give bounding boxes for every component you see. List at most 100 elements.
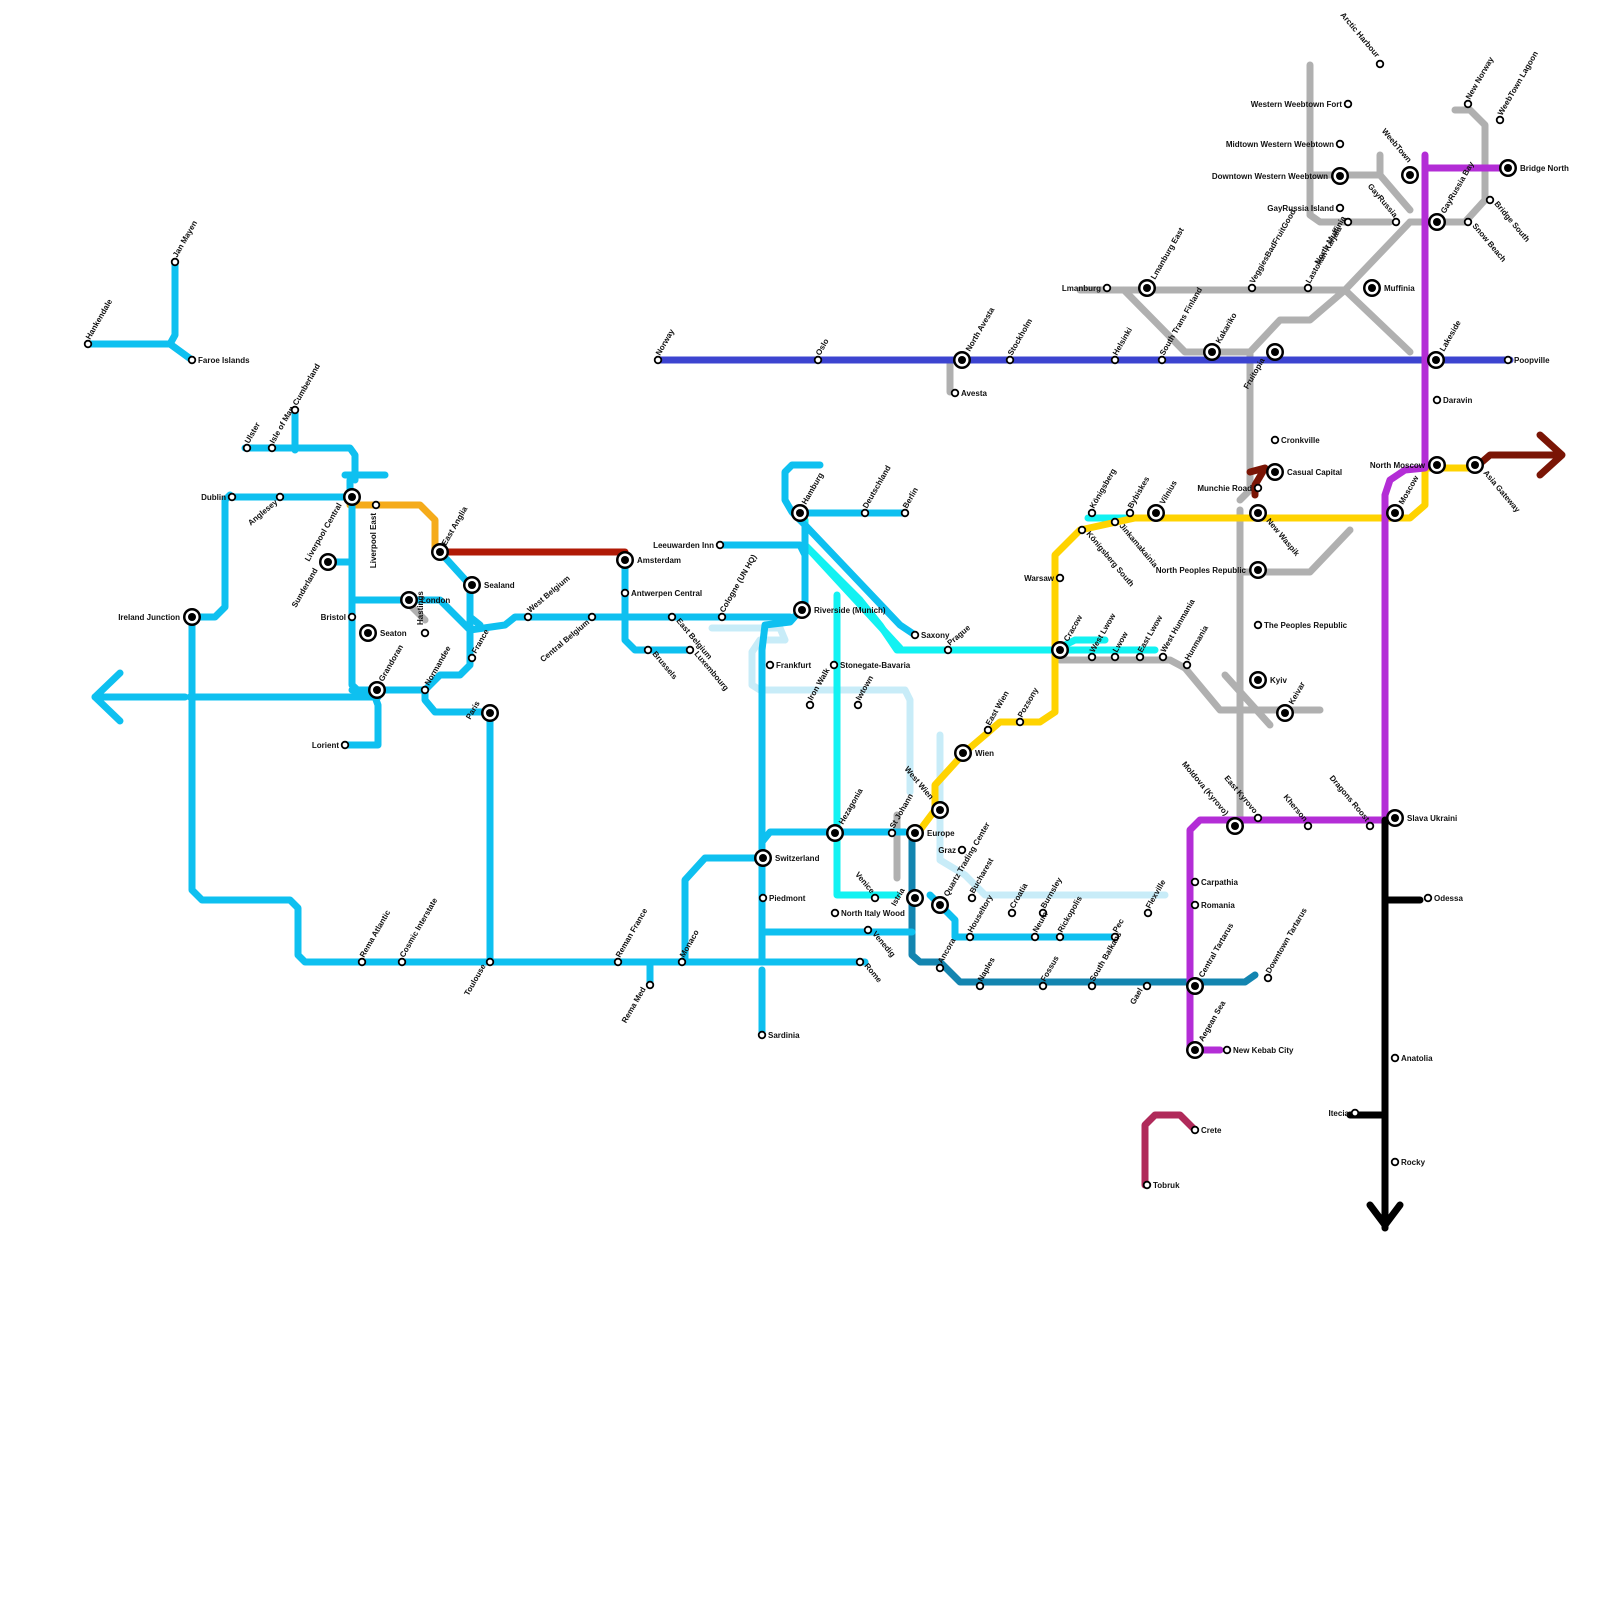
station-sealand[interactable]: Sealand <box>463 576 515 594</box>
station-kherson[interactable]: Kherson <box>1282 793 1312 830</box>
station-lwow[interactable]: Lwow <box>1111 630 1130 661</box>
station-frankfurt[interactable]: Frankfurt <box>767 661 812 670</box>
station-new-kebab-city[interactable]: New Kebab City <box>1224 1046 1294 1055</box>
station-midtown-western-weebtown[interactable]: Midtown Western Weebtown <box>1226 140 1343 149</box>
interchange-core <box>831 829 839 837</box>
station-berlin[interactable]: Berlin <box>901 486 920 517</box>
station-faroe-islands[interactable]: Faroe Islands <box>189 356 250 365</box>
station-daravin[interactable]: Daravin <box>1434 396 1473 405</box>
station-ireland-junction[interactable]: Ireland Junction <box>118 608 201 626</box>
station-liverpool-east[interactable]: Liverpool East <box>369 502 379 568</box>
station-rema-med[interactable]: Rema Med <box>620 982 653 1025</box>
station-weebtown-lagoon[interactable]: WeebTown Lagoon <box>1496 50 1540 124</box>
station-switzerland[interactable]: Switzerland <box>754 849 820 867</box>
station-cologne-un-hq[interactable]: Cologne (UN HQ) <box>718 553 759 621</box>
station-antwerpen-central[interactable]: Antwerpen Central <box>622 589 702 598</box>
station-romania[interactable]: Romania <box>1192 901 1236 910</box>
station-rome[interactable]: Rome <box>857 959 884 985</box>
station-crete[interactable]: Crete <box>1192 1126 1222 1135</box>
station-marker-icon <box>1367 823 1374 830</box>
station-stonegate-bavaria[interactable]: Stonegate-Bavaria <box>831 661 911 670</box>
station-reman-france[interactable]: Reman France <box>614 906 650 965</box>
station-north-italy-wood[interactable]: North Italy Wood <box>832 909 905 918</box>
station-lorient[interactable]: Lorient <box>312 741 348 750</box>
station-odessa[interactable]: Odessa <box>1425 894 1464 903</box>
station-tobruk[interactable]: Tobruk <box>1144 1181 1180 1190</box>
station-the-peoples-republic[interactable]: The Peoples Republic <box>1255 621 1348 630</box>
station-amsterdam[interactable]: Amsterdam <box>616 551 681 569</box>
station-downtown-tartarus[interactable]: Downtown Tartarus <box>1264 906 1309 981</box>
station-rickopolis[interactable]: Rickopolis <box>1056 894 1084 940</box>
station-label: Crete <box>1201 1126 1222 1135</box>
station-label: Munchie Road <box>1197 484 1252 493</box>
interchange-core <box>364 629 372 637</box>
station-western-weebtown-fort[interactable]: Western Weebtown Fort <box>1251 100 1352 109</box>
station-itecia[interactable]: Itecia <box>1329 1109 1359 1118</box>
station-marker-icon <box>832 910 839 917</box>
station-europe[interactable]: Europe <box>906 824 955 842</box>
station-gayrussia-island[interactable]: GayRussia Island <box>1267 204 1343 213</box>
station-marker-icon <box>857 959 864 966</box>
station-munchie-road[interactable]: Munchie Road <box>1197 484 1261 493</box>
station-rocky[interactable]: Rocky <box>1392 1158 1426 1167</box>
station-new-waspik[interactable]: New Waspik <box>1249 504 1302 558</box>
interchange-core <box>1152 509 1160 517</box>
station-cronkville[interactable]: Cronkville <box>1272 436 1321 445</box>
station-snow-beach[interactable]: Snow Beach <box>1465 219 1508 264</box>
station-rema-atlantic[interactable]: Rema Atlantic <box>358 908 393 965</box>
station-asia-gateway[interactable]: Asia Gateway <box>1466 456 1522 515</box>
station-west-belgium[interactable]: West Belgium <box>525 574 572 621</box>
route-orange-segment-36 <box>350 505 435 552</box>
station-croatia[interactable]: Croatia <box>1008 881 1030 916</box>
station-marker-icon <box>1009 910 1016 917</box>
station-weebtown[interactable]: WeebTown <box>1380 127 1419 184</box>
station-bridge-north[interactable]: Bridge North <box>1499 159 1569 177</box>
station-north-peoples-republic[interactable]: North Peoples Republic <box>1156 561 1267 579</box>
station-label: Cumberland <box>291 362 322 407</box>
station-paris[interactable]: Paris <box>464 699 499 722</box>
station-k-nigsberg[interactable]: Königsberg <box>1088 467 1118 516</box>
interchange-core <box>759 854 767 862</box>
station-arctic-harbour[interactable]: Arctic Harbour <box>1338 11 1383 68</box>
station-marker-icon <box>1057 575 1064 582</box>
station-istria[interactable]: Istria <box>889 886 924 908</box>
station-bristol[interactable]: Bristol <box>321 613 356 622</box>
station-label: Sunderland <box>290 566 320 609</box>
station-sunderland[interactable]: Sunderland <box>290 553 337 609</box>
station-kyiv[interactable]: Kyiv <box>1249 671 1287 689</box>
station-jan-mayen[interactable]: Jan Mayen <box>171 219 199 265</box>
station-veggiesbadfruitgood[interactable]: VeggiesBadFruitGood <box>1248 208 1298 292</box>
station-piedmont[interactable]: Piedmont <box>760 894 806 903</box>
station-muffinia[interactable]: Muffinia <box>1363 279 1415 297</box>
interchange-core <box>324 558 332 566</box>
station-deutschland[interactable]: Deutschland <box>861 464 893 516</box>
station-hunmania[interactable]: Hunmania <box>1183 624 1210 669</box>
station-hankendale[interactable]: Hankendale <box>84 297 115 347</box>
station-keivar[interactable]: Keivar <box>1276 680 1307 722</box>
station-saxony[interactable]: Saxony <box>912 631 950 640</box>
station-carpathia[interactable]: Carpathia <box>1192 878 1239 887</box>
station-label: New Norway <box>1464 55 1496 101</box>
station-slava-ukraini[interactable]: Slava Ukraini <box>1386 809 1457 827</box>
station-cumberland[interactable]: Cumberland <box>291 362 322 413</box>
interchange-core <box>486 709 494 717</box>
station-moldova-kyrovo[interactable]: Moldova (Kyrovo) <box>1180 760 1244 835</box>
station-new-norway[interactable]: New Norway <box>1464 55 1496 107</box>
station-stockholm[interactable]: Stockholm <box>1006 317 1034 363</box>
station-leeuwarden-inn[interactable]: Leeuwarden Inn <box>653 541 723 550</box>
station-central-belgium[interactable]: Central Belgium <box>539 614 596 664</box>
station-dublin[interactable]: Dublin <box>201 493 235 502</box>
station-lmanburg-east[interactable]: Lmanburg East <box>1138 226 1186 297</box>
station-gael[interactable]: Gael <box>1128 983 1150 1006</box>
station-bridge-south[interactable]: Bridge South <box>1487 197 1532 244</box>
station-avesta[interactable]: Avesta <box>952 389 988 398</box>
station-label: Jinkamakainia <box>1117 522 1159 570</box>
station-graz[interactable]: Graz <box>938 846 965 855</box>
station-sardinia[interactable]: Sardinia <box>759 1031 800 1040</box>
station-casual-capital[interactable]: Casual Capital <box>1266 463 1342 481</box>
station-east-belgium[interactable]: East Belgium <box>669 614 714 661</box>
station-anatolia[interactable]: Anatolia <box>1392 1054 1433 1063</box>
station-seaton[interactable]: Seaton <box>359 624 407 642</box>
station-cosmic-interstate[interactable]: Cosmic Interstate <box>398 896 440 965</box>
station-label: Lorient <box>312 741 339 750</box>
